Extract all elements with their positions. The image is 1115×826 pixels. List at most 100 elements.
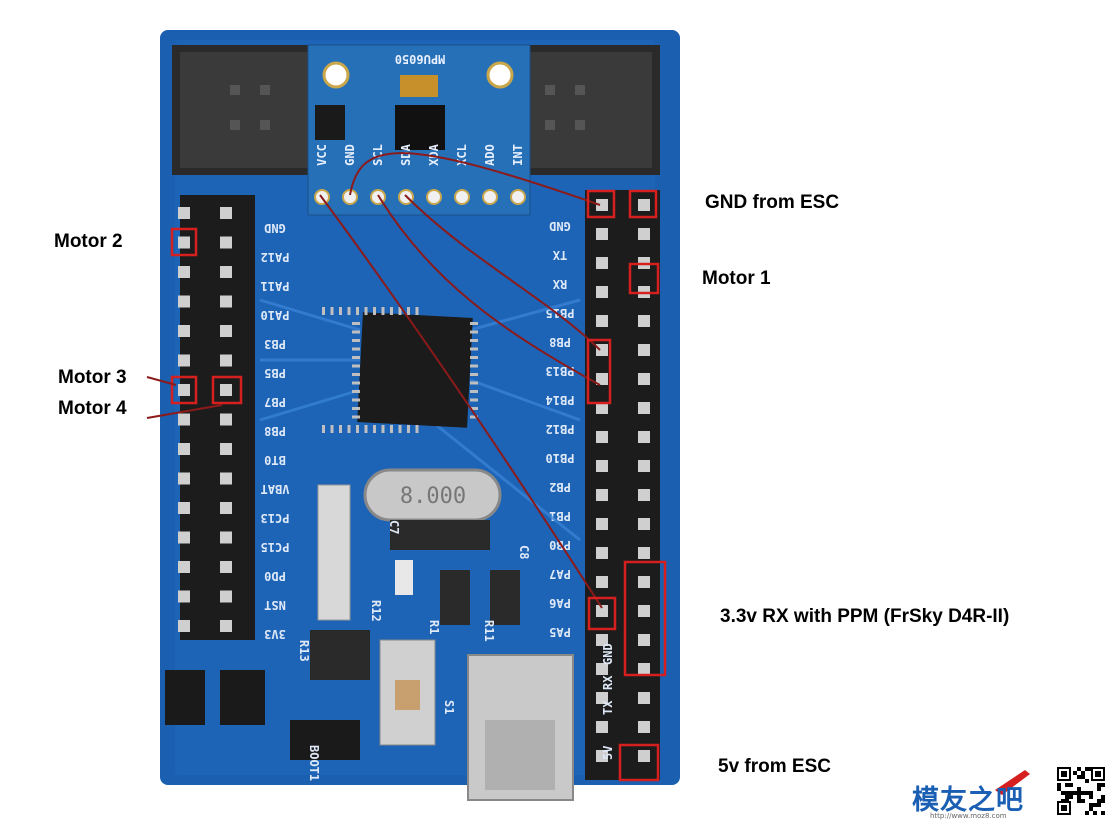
right-pin-label: TX	[552, 248, 567, 262]
header-pin	[178, 266, 190, 278]
left-pin-label: PB3	[264, 337, 286, 351]
header-pin	[596, 373, 608, 385]
header-pin	[178, 472, 190, 485]
highlight-gnd-2	[628, 189, 658, 219]
highlight-rx	[623, 560, 667, 677]
header-pin	[596, 257, 608, 269]
header-pin	[638, 547, 650, 559]
component-label: R1	[427, 620, 441, 634]
mpu-pin-hole	[426, 189, 442, 205]
header-pin	[220, 325, 232, 337]
left-pin-label: PD0	[264, 569, 286, 583]
mpu-title: MPU6050	[395, 52, 446, 66]
header-pin	[596, 605, 608, 617]
right-pin-label: PB0	[549, 538, 571, 552]
right-header	[585, 190, 660, 780]
left-pin-label: NST	[264, 598, 286, 612]
mpu-pin-label: VCC	[315, 144, 329, 166]
header-pin	[638, 431, 650, 443]
header-pin	[596, 692, 608, 704]
header-pin	[178, 207, 190, 219]
label-rx-ppm: 3.3v RX with PPM (FrSky D4R-II)	[720, 606, 1010, 627]
right-pin-label: GND	[549, 219, 571, 233]
header-pin	[596, 431, 608, 443]
header-pin	[178, 443, 190, 455]
right-pin-label: PA7	[549, 567, 571, 581]
header-pin	[638, 721, 650, 733]
header-pin	[178, 384, 190, 396]
header-pin	[638, 489, 650, 501]
component-label: R13	[297, 640, 311, 662]
highlight-gnd-1	[586, 189, 616, 219]
header-pin	[596, 286, 608, 298]
header-pin	[178, 325, 190, 337]
left-pin-label: BT0	[264, 453, 286, 467]
header-pin	[220, 295, 232, 308]
highlight-i2c	[586, 338, 612, 405]
bottom-pin-label: RX	[601, 675, 615, 690]
header-pin	[638, 402, 650, 414]
header-pin	[220, 266, 232, 278]
header-pin	[596, 518, 608, 530]
bottom-pin-label: 5V	[601, 746, 615, 760]
highlight-motor1	[628, 262, 660, 295]
component-label: C7	[387, 520, 401, 534]
header-pin	[596, 634, 608, 646]
wire-scl	[377, 194, 601, 386]
header-pin	[596, 721, 608, 733]
label-motor4: Motor 4	[58, 398, 127, 419]
mpu-pin-label: XDA	[427, 143, 441, 165]
label-motor3: Motor 3	[58, 367, 127, 388]
mpu-pin-hole	[342, 189, 358, 205]
left-pin-label: VBAT	[261, 482, 290, 496]
component-label: R11	[482, 620, 496, 642]
label-motor2: Motor 2	[54, 231, 123, 252]
right-pin-label: PB10	[546, 451, 575, 465]
header-pin	[220, 590, 232, 603]
left-pin-label: PB7	[264, 395, 286, 409]
header-pin	[178, 620, 190, 632]
left-header	[180, 195, 255, 640]
highlight-motor4	[211, 375, 243, 405]
wire-sda	[404, 194, 601, 351]
header-pin	[638, 518, 650, 530]
mpu-pin-label: INT	[511, 144, 525, 166]
right-pin-label: PB14	[546, 393, 575, 407]
header-pin	[596, 460, 608, 472]
right-pin-label: PB8	[549, 335, 571, 349]
header-pin	[638, 460, 650, 472]
mpu-pin-hole	[454, 189, 470, 205]
label-motor1: Motor 1	[702, 268, 771, 289]
left-pin-label: PA10	[261, 308, 290, 322]
header-pin	[638, 634, 650, 646]
left-pin-label: 3V3	[264, 627, 286, 641]
pointer-motor4	[146, 404, 223, 419]
left-pin-label: GND	[264, 221, 286, 235]
header-pin	[178, 236, 190, 249]
header-pin	[220, 502, 232, 514]
header-pin	[220, 531, 232, 544]
highlight-5v	[618, 743, 660, 782]
left-pin-label: PC13	[261, 511, 290, 525]
header-pin	[220, 384, 232, 396]
header-pin	[178, 561, 190, 573]
header-pin	[596, 199, 608, 211]
header-pin	[220, 443, 232, 455]
mpu-pin-label: GND	[343, 144, 357, 166]
highlight-motor3	[170, 375, 198, 405]
brand-url: http://www.moz8.com	[930, 812, 1007, 820]
jumper-boot	[290, 720, 360, 760]
header-pin	[178, 295, 190, 308]
wire-gnd	[349, 152, 601, 206]
highlights	[170, 189, 667, 782]
header-pin	[178, 502, 190, 514]
mpu-pin-hole	[510, 189, 526, 205]
header-pin	[638, 344, 650, 356]
header-pin	[638, 692, 650, 704]
left-pin-label: PA12	[261, 250, 290, 264]
header-pin	[178, 354, 190, 367]
wire-vcc	[319, 194, 603, 609]
header-pin	[596, 228, 608, 240]
header-pin	[638, 315, 650, 327]
